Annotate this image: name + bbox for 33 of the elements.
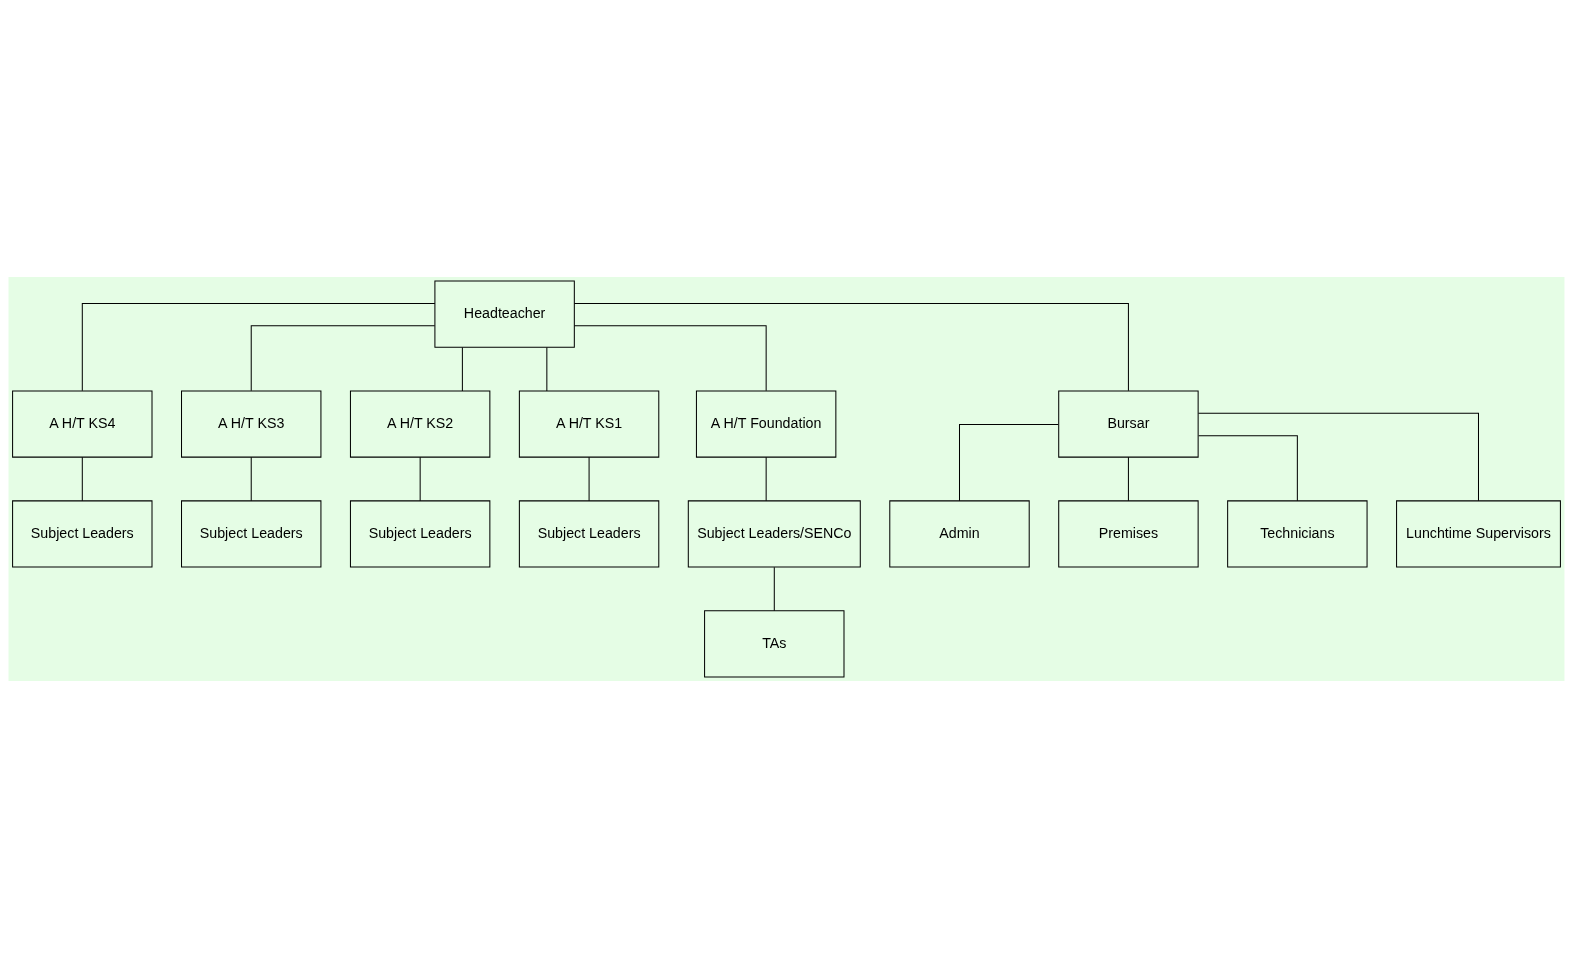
node-box: Technicians bbox=[1227, 500, 1368, 568]
node-box: Subject Leaders bbox=[349, 500, 491, 568]
connector bbox=[546, 346, 548, 392]
connector bbox=[81, 302, 436, 392]
connector bbox=[250, 325, 436, 392]
node-box: Premises bbox=[1058, 500, 1199, 568]
connector bbox=[773, 566, 775, 612]
node-box: Admin bbox=[889, 500, 1030, 568]
node-box: A H/T KS3 bbox=[181, 390, 322, 458]
node-box: Headteacher bbox=[434, 280, 575, 348]
connector bbox=[1198, 435, 1298, 502]
node-box: Subject Leaders bbox=[518, 500, 660, 568]
node-box: Lunchtime Supervisors bbox=[1396, 500, 1561, 568]
node-box: Bursar bbox=[1058, 390, 1199, 458]
node-box: A H/T Foundation bbox=[695, 390, 837, 458]
connector bbox=[1127, 456, 1129, 502]
connector bbox=[461, 346, 463, 392]
connector bbox=[1197, 412, 1479, 502]
node-box: Subject Leaders bbox=[181, 500, 322, 568]
node-box: A H/T KS2 bbox=[349, 390, 491, 458]
connector bbox=[419, 456, 421, 502]
connector bbox=[765, 456, 767, 502]
node-box: TAs bbox=[704, 610, 845, 678]
connector bbox=[959, 424, 1059, 502]
connector bbox=[588, 456, 590, 502]
node-box: A H/T KS4 bbox=[12, 390, 153, 458]
connector bbox=[250, 456, 252, 502]
node-box: Subject Leaders bbox=[12, 500, 153, 568]
node-box: A H/T KS1 bbox=[518, 390, 660, 458]
connector bbox=[573, 302, 1129, 392]
connector bbox=[81, 456, 83, 502]
node-box: Subject Leaders/SENCo bbox=[687, 500, 861, 568]
connector bbox=[573, 325, 767, 392]
